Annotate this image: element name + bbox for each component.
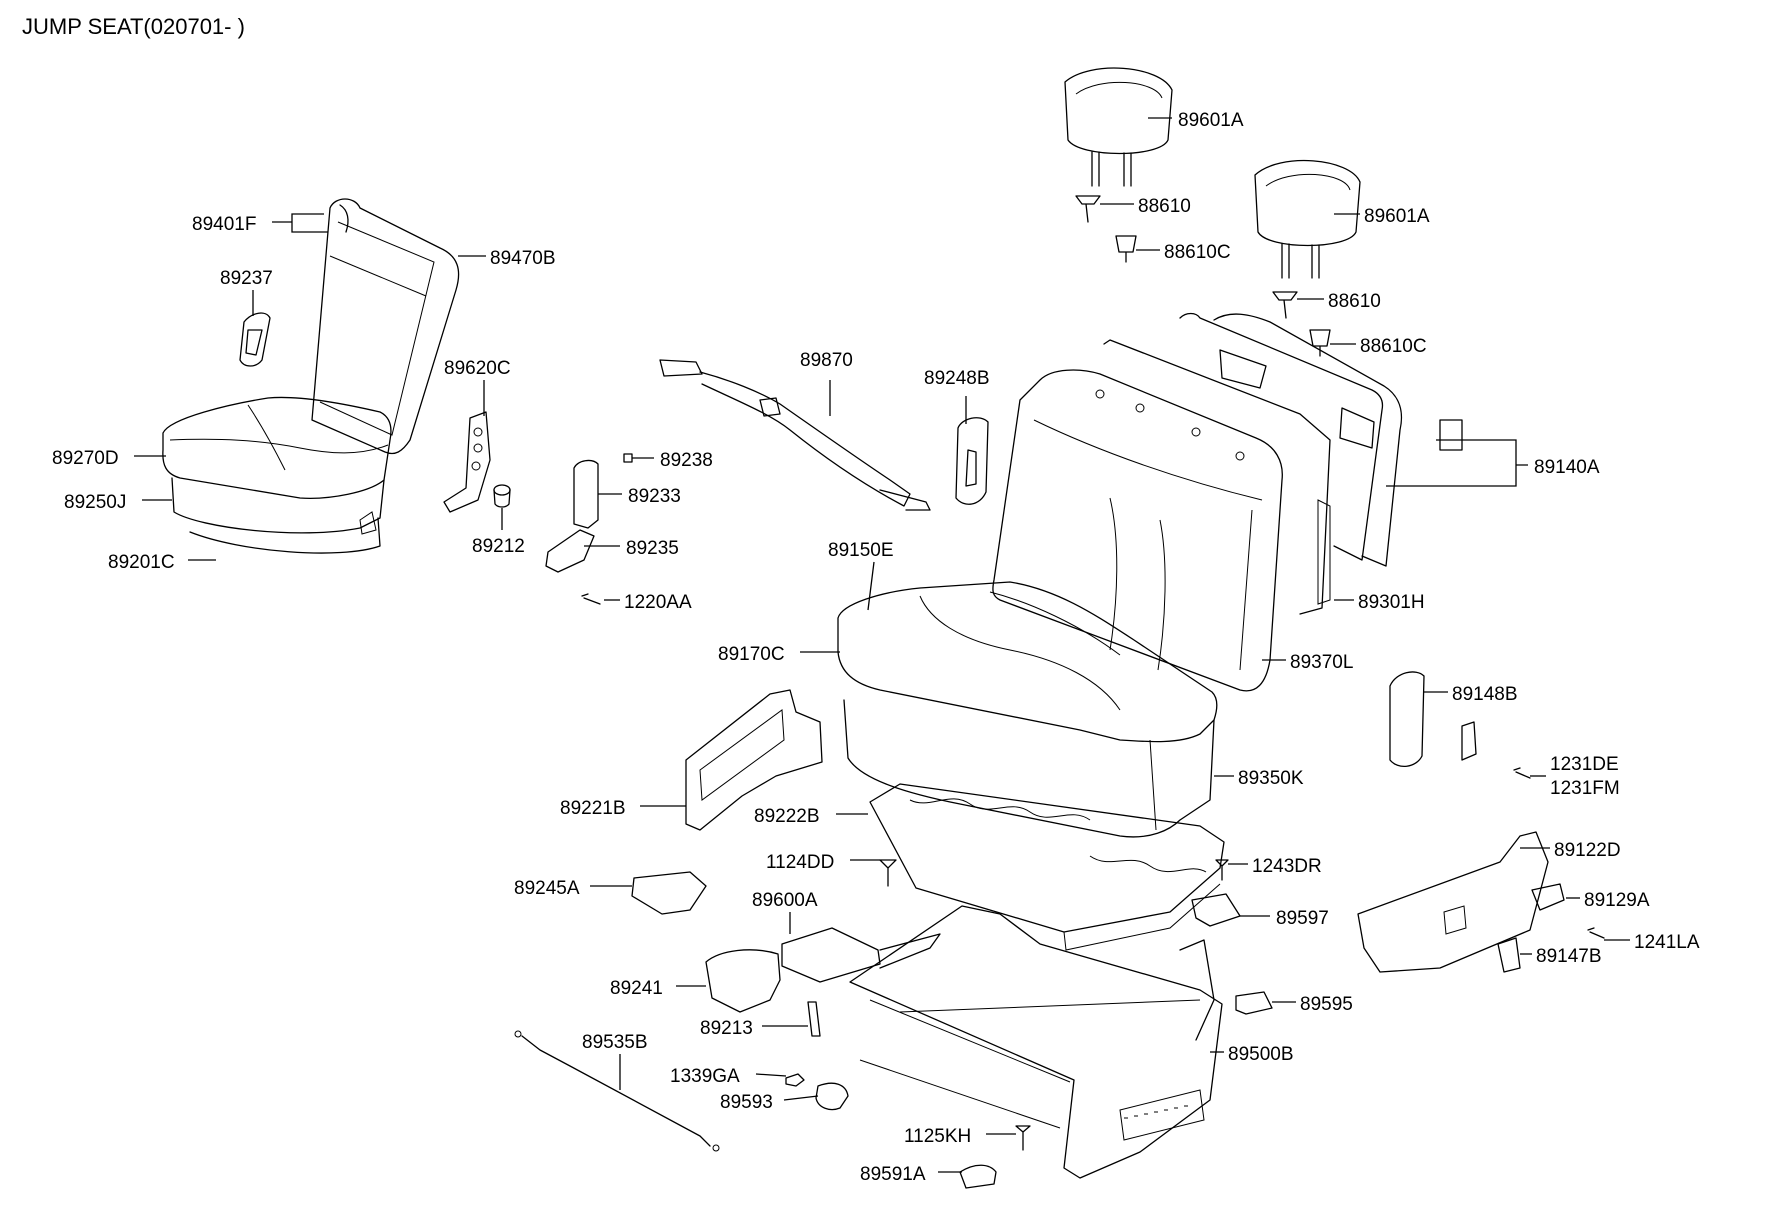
label-89591a: 89591A <box>860 1164 926 1185</box>
label-89600a: 89600A <box>752 890 818 911</box>
part-89620c-bracket <box>443 411 491 513</box>
label-89241: 89241 <box>610 978 663 999</box>
label-89213: 89213 <box>700 1018 753 1039</box>
part-89233 <box>573 459 599 529</box>
label-89237: 89237 <box>220 268 273 289</box>
label-88610c-upper: 88610C <box>1164 242 1231 263</box>
headrest-1 <box>1064 67 1173 187</box>
label-89201c: 89201C <box>108 552 175 573</box>
part-1241la <box>1587 927 1605 939</box>
part-1339ga <box>785 1073 805 1087</box>
label-89170c: 89170C <box>718 644 785 665</box>
diagram-title: JUMP SEAT(020701- ) <box>22 14 245 39</box>
headrest-2 <box>1254 159 1361 279</box>
headrest-guides <box>1075 195 1331 357</box>
part-89129a <box>1531 883 1565 911</box>
label-89535b: 89535B <box>582 1032 648 1053</box>
label-89245a: 89245A <box>514 878 580 899</box>
label-89140a: 89140A <box>1534 457 1600 478</box>
label-1339ga: 1339GA <box>670 1066 740 1087</box>
label-89597: 89597 <box>1276 908 1329 929</box>
label-89595: 89595 <box>1300 994 1353 1015</box>
part-89122d-side-cover <box>1357 831 1549 973</box>
part-89237 <box>239 312 271 367</box>
part-89245a <box>631 871 707 915</box>
label-89235: 89235 <box>626 538 679 559</box>
label-89601a-upper: 89601A <box>1178 110 1244 131</box>
label-89500b: 89500B <box>1228 1044 1294 1065</box>
part-89238 <box>623 453 633 463</box>
label-1243dr: 1243DR <box>1252 856 1322 877</box>
main-seat-cushion <box>837 581 1218 838</box>
label-89129a: 89129A <box>1584 890 1650 911</box>
label-89870: 89870 <box>800 350 853 371</box>
label-88610c-lower: 88610C <box>1360 336 1427 357</box>
label-89270d: 89270D <box>52 448 119 469</box>
label-88610-lower: 88610 <box>1328 291 1381 312</box>
part-89147b <box>1497 937 1521 973</box>
part-89148b-clip <box>1461 721 1477 761</box>
label-89248b: 89248B <box>924 368 990 389</box>
leader-lines <box>134 117 1630 1173</box>
part-89212 <box>493 484 511 508</box>
part-1125kh <box>1015 1125 1031 1151</box>
label-89221b: 89221B <box>560 798 626 819</box>
label-89370l: 89370L <box>1290 652 1353 673</box>
part-1231de <box>1513 767 1531 779</box>
part-89591a <box>959 1164 997 1189</box>
part-89221b-side-panel <box>685 689 823 831</box>
label-89148b: 89148B <box>1452 684 1518 705</box>
label-89122d: 89122D <box>1554 840 1621 861</box>
label-1124dd: 1124DD <box>766 852 834 873</box>
part-89535b-cable <box>514 1030 720 1152</box>
label-89470b: 89470B <box>490 248 556 269</box>
label-1125kh: 1125KH <box>904 1126 971 1147</box>
label-89401f: 89401F <box>192 214 256 235</box>
label-89222b: 89222B <box>754 806 820 827</box>
part-1220aa <box>581 593 601 605</box>
label-89147b: 89147B <box>1536 946 1602 967</box>
part-89148b <box>1389 671 1425 767</box>
single-seat-cushion <box>162 396 392 554</box>
single-seat-back <box>311 198 460 455</box>
part-89595 <box>1235 991 1273 1015</box>
part-1124dd <box>879 859 897 887</box>
part-89213 <box>807 1001 821 1037</box>
part-89870-belt <box>659 359 931 511</box>
label-89593: 89593 <box>720 1092 773 1113</box>
label-89212: 89212 <box>472 536 525 557</box>
label-1231de: 1231DE <box>1550 754 1619 775</box>
label-1231fm: 1231FM <box>1550 778 1620 799</box>
part-89593 <box>815 1082 849 1111</box>
part-89241 <box>705 949 781 1013</box>
seat-spring-frame <box>869 783 1225 951</box>
part-89597 <box>1191 893 1241 927</box>
label-1241la: 1241LA <box>1634 932 1700 953</box>
label-89601a-lower: 89601A <box>1364 206 1430 227</box>
part-1243dr <box>1215 859 1229 881</box>
label-88610-upper: 88610 <box>1138 196 1191 217</box>
label-1220aa: 1220AA <box>624 592 692 613</box>
label-89233: 89233 <box>628 486 681 507</box>
label-89150e: 89150E <box>828 540 894 561</box>
seat-back-frame <box>1095 312 1384 615</box>
label-89238: 89238 <box>660 450 713 471</box>
label-89620c: 89620C <box>444 358 511 379</box>
label-89301h: 89301H <box>1358 592 1425 613</box>
part-89235 <box>545 529 595 573</box>
label-89250j: 89250J <box>64 492 126 513</box>
part-labels: 89601A 88610 88610C 89601A 88610 88610C … <box>52 110 1700 1185</box>
label-89350k: 89350K <box>1238 768 1304 789</box>
part-89248b <box>955 417 989 505</box>
